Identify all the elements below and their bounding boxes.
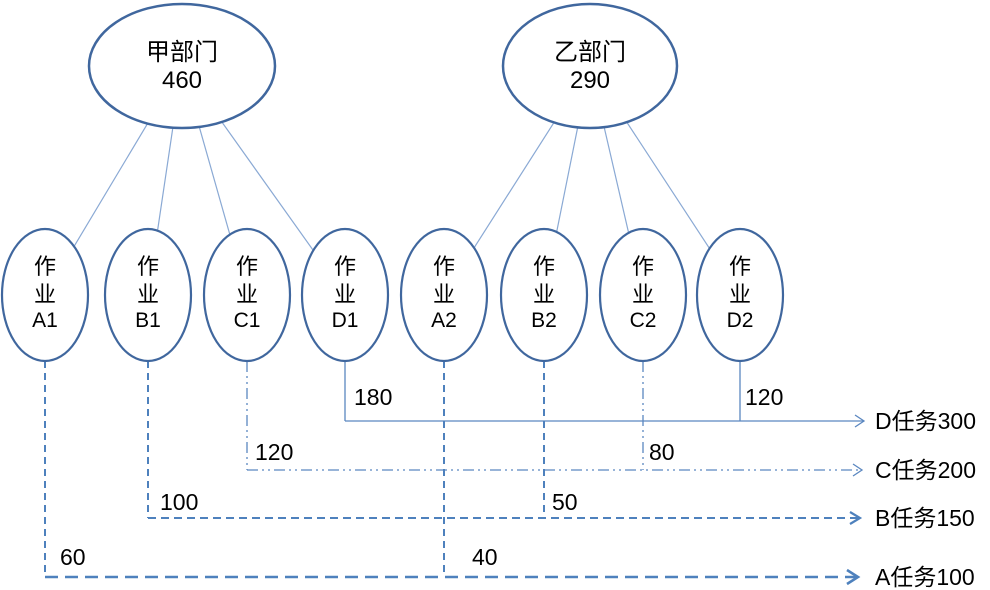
activity-c2-word-bottom: 业	[632, 282, 654, 307]
activity-d1-word-bottom: 业	[334, 282, 356, 307]
department-node-1	[87, 2, 277, 130]
task-d-flow	[344, 361, 866, 428]
activity-a2-word-bottom: 业	[433, 282, 455, 307]
activity-b1-word-bottom: 业	[137, 282, 159, 307]
allocation-value-b2: 50	[552, 489, 578, 515]
activity-a2-code: A2	[431, 309, 457, 332]
activity-d1-word-top: 作	[334, 254, 356, 279]
allocation-value-c2: 80	[649, 439, 675, 465]
allocation-value-c1: 120	[255, 439, 293, 465]
activity-d2-word-bottom: 业	[729, 282, 751, 307]
task-label-c: C任务200	[875, 457, 976, 483]
arrow-right-icon	[854, 414, 866, 428]
task-c-flow	[246, 361, 864, 477]
activity-a1-word-bottom: 业	[34, 282, 56, 307]
allocation-value-d2: 120	[745, 384, 783, 410]
department-2-name: 乙部门	[554, 39, 626, 66]
task-a-flow	[44, 361, 861, 586]
activity-c2-word-top: 作	[632, 254, 654, 279]
allocation-value-a1: 60	[60, 544, 86, 570]
activity-labels: 作 业 A1 作 业 B1 作 业 C1 作 业 D1 作 业 A2 作 业 B…	[32, 254, 753, 332]
activity-a1-code: A1	[32, 309, 58, 332]
task-label-a: A任务100	[875, 564, 975, 590]
task-labels: D任务300 C任务200 B任务150 A任务100	[875, 408, 976, 590]
task-label-d: D任务300	[875, 408, 976, 434]
activity-node-d1	[300, 227, 390, 363]
activity-d1-code: D1	[332, 309, 359, 332]
activity-c1-word-top: 作	[236, 254, 258, 279]
activity-c1-word-bottom: 业	[236, 282, 258, 307]
arrow-right-icon	[846, 568, 861, 586]
activity-node-b2	[499, 227, 589, 363]
activity-c1-code: C1	[234, 309, 261, 332]
department-2-total: 290	[570, 67, 610, 94]
department-1-name: 甲部门	[146, 39, 218, 66]
activity-node-c2	[598, 227, 688, 363]
allocation-value-a2: 40	[472, 544, 498, 570]
task-label-b: B任务150	[875, 505, 975, 531]
activity-b1-code: B1	[135, 309, 161, 332]
arrow-right-icon	[852, 463, 864, 477]
activity-node-c1	[202, 227, 292, 363]
activity-a1-word-top: 作	[34, 254, 56, 279]
activity-node-a1	[0, 227, 90, 363]
activity-b2-word-top: 作	[533, 254, 555, 279]
activity-b1-word-top: 作	[137, 254, 159, 279]
activity-d2-code: D2	[727, 309, 754, 332]
activity-a2-word-top: 作	[433, 254, 455, 279]
activity-b2-word-bottom: 业	[533, 282, 555, 307]
department-1-total: 460	[162, 67, 202, 94]
activity-d2-word-top: 作	[729, 254, 751, 279]
arrow-right-icon	[849, 511, 863, 525]
activity-c2-code: C2	[630, 309, 657, 332]
activity-node-d2	[695, 227, 785, 363]
activity-b2-code: B2	[531, 309, 557, 332]
activity-node-a2	[399, 227, 489, 363]
allocation-value-d1: 180	[354, 384, 392, 410]
department-node-2	[501, 2, 679, 130]
task-b-flow	[147, 361, 863, 525]
activity-node-b1	[103, 227, 193, 363]
allocation-value-b1: 100	[160, 489, 198, 515]
allocation-values: 60 100 120 180 40 50 80 120	[60, 384, 783, 570]
